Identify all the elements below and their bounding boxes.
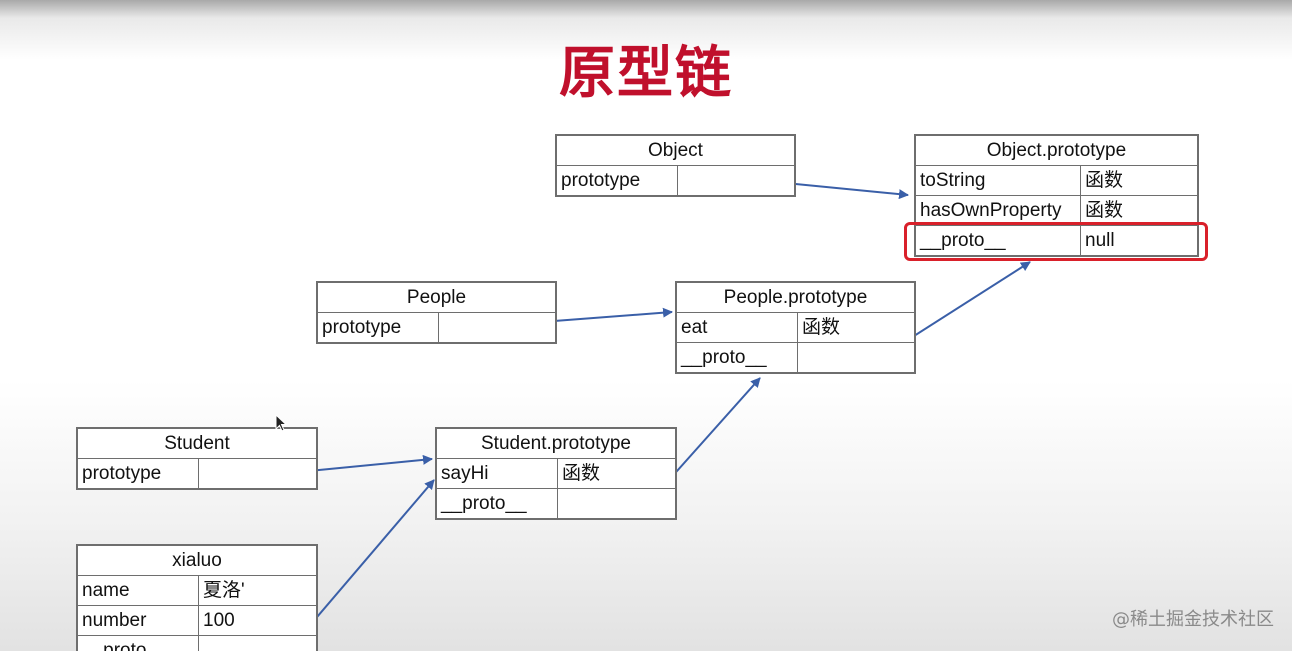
- row-value: [199, 459, 203, 488]
- xialuo-box: xialuo name 夏洛' number 100 __proto__: [76, 544, 318, 651]
- row-key: prototype: [318, 313, 439, 342]
- box-row: name 夏洛': [78, 576, 316, 606]
- box-row: number 100: [78, 606, 316, 636]
- row-key: __proto__: [677, 343, 798, 372]
- row-value: 函数: [562, 463, 601, 484]
- object-box: Object prototype: [555, 134, 796, 197]
- watermark: @稀土掘金技术社区: [1112, 609, 1274, 630]
- box-row: prototype: [557, 166, 794, 195]
- student-box: Student prototype: [76, 427, 318, 490]
- box-row: toString 函数: [916, 166, 1197, 196]
- row-key: prototype: [78, 459, 199, 488]
- box-row: prototype: [318, 313, 555, 342]
- row-value: [798, 343, 802, 372]
- box-row: __proto__: [437, 489, 675, 518]
- row-key: eat: [677, 313, 798, 342]
- row-value: 夏洛': [203, 580, 245, 601]
- row-key: prototype: [557, 166, 678, 195]
- box-row: __proto__: [677, 343, 914, 372]
- row-value: null: [1085, 230, 1115, 251]
- row-value: [199, 636, 203, 651]
- people-box: People prototype: [316, 281, 557, 344]
- box-header: People: [318, 283, 555, 313]
- object-prototype-box: Object.prototype toString 函数 hasOwnPrope…: [914, 134, 1199, 257]
- row-value: 100: [203, 610, 235, 631]
- box-header: Object.prototype: [916, 136, 1197, 166]
- box-header: People.prototype: [677, 283, 914, 313]
- row-key: name: [78, 576, 199, 605]
- row-key: __proto__: [916, 226, 1081, 255]
- box-header: Student: [78, 429, 316, 459]
- box-header: Student.prototype: [437, 429, 675, 459]
- row-value: 函数: [1085, 200, 1124, 221]
- row-value: 函数: [802, 317, 841, 338]
- row-value: [678, 166, 682, 195]
- student-prototype-box: Student.prototype sayHi 函数 __proto__: [435, 427, 677, 520]
- box-row: hasOwnProperty 函数: [916, 196, 1197, 226]
- box-row: prototype: [78, 459, 316, 488]
- row-key: __proto__: [78, 636, 199, 651]
- row-key: toString: [916, 166, 1081, 195]
- row-key: __proto__: [437, 489, 558, 518]
- box-row: __proto__ null: [916, 226, 1197, 255]
- box-header: Object: [557, 136, 794, 166]
- mouse-cursor-icon: [275, 414, 288, 432]
- people-prototype-box: People.prototype eat 函数 __proto__: [675, 281, 916, 374]
- box-row: sayHi 函数: [437, 459, 675, 489]
- slide-title: 原型链: [559, 41, 733, 106]
- box-row: __proto__: [78, 636, 316, 651]
- row-key: sayHi: [437, 459, 558, 488]
- row-key: hasOwnProperty: [916, 196, 1081, 225]
- row-value: 函数: [1085, 170, 1124, 191]
- box-row: eat 函数: [677, 313, 914, 343]
- box-header: xialuo: [78, 546, 316, 576]
- null-proto-highlight: [904, 222, 1208, 261]
- row-value: [439, 313, 443, 342]
- row-value: [558, 489, 562, 518]
- row-key: number: [78, 606, 199, 635]
